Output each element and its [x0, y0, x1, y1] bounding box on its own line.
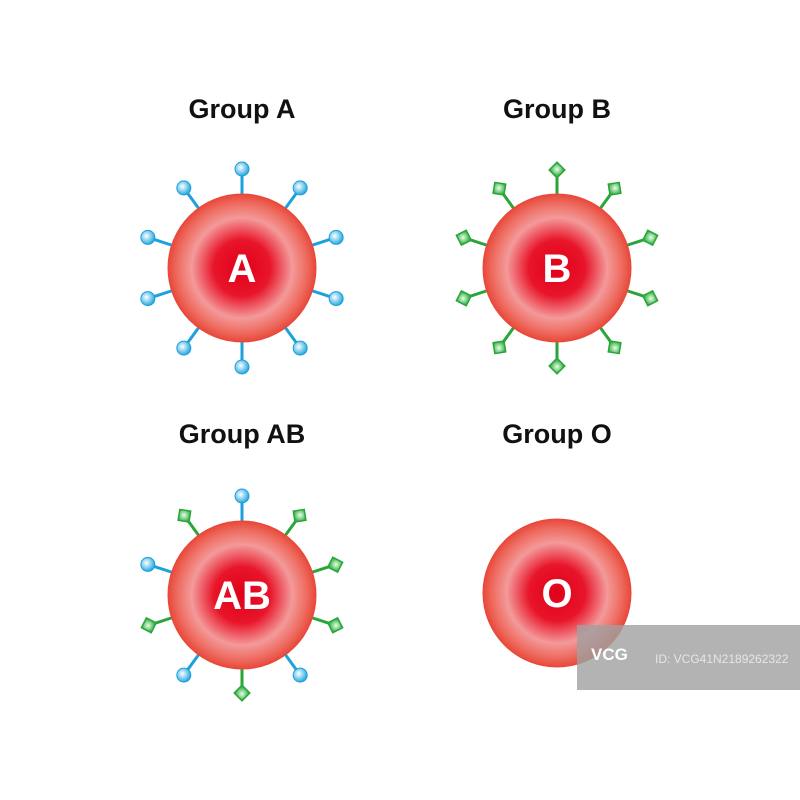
red-blood-cell — [167, 193, 317, 343]
antigen-a-icon — [176, 340, 192, 356]
antigen-b-icon — [641, 229, 659, 247]
group-b-title: Group B — [503, 94, 611, 124]
watermark-id: ID: VCG41N2189262322 — [655, 652, 789, 666]
red-blood-cell — [167, 520, 317, 670]
group-ab-title: Group AB — [178, 419, 306, 449]
antigen-b-icon — [177, 508, 192, 523]
antigen-b-icon — [455, 289, 473, 307]
antigen-a-icon — [176, 667, 192, 683]
cell-label: O — [541, 572, 572, 616]
group-a-title: Group A — [188, 94, 296, 124]
antigen-a-icon — [328, 229, 344, 245]
antigen-a-icon — [292, 667, 308, 683]
antigen-a-icon — [292, 180, 308, 196]
antigen-a-icon — [234, 488, 250, 504]
antigen-b-icon — [233, 684, 251, 702]
antigen-b-icon — [326, 556, 344, 574]
antigen-a-icon — [234, 359, 250, 375]
antigen-a-icon — [140, 229, 156, 245]
antigen-b-icon — [455, 229, 473, 247]
antigen-b-icon — [492, 181, 507, 196]
cell-label: AB — [213, 574, 271, 618]
antigen-b-icon — [492, 340, 507, 355]
antigen-b-icon — [548, 161, 566, 179]
antigen-b-icon — [607, 181, 622, 196]
antigen-b-icon — [292, 508, 307, 523]
antigen-a-icon — [140, 291, 156, 307]
cell-label: B — [543, 247, 572, 291]
antigen-b-icon — [641, 289, 659, 307]
antigen-b-icon — [140, 616, 158, 634]
antigen-a-icon — [234, 161, 250, 177]
antigen-b-icon — [326, 616, 344, 634]
watermark: VCG ID: VCG41N2189262322 — [577, 625, 800, 690]
antigen-b-icon — [548, 357, 566, 375]
antigen-a-icon — [292, 340, 308, 356]
red-blood-cell — [482, 193, 632, 343]
watermark-logo: VCG — [591, 645, 628, 664]
antigen-a-icon — [140, 556, 156, 572]
group-o-title: Group O — [502, 419, 612, 449]
cell-label: A — [228, 247, 257, 291]
antigen-a-icon — [328, 291, 344, 307]
antigen-b-icon — [607, 340, 622, 355]
antigen-a-icon — [176, 180, 192, 196]
